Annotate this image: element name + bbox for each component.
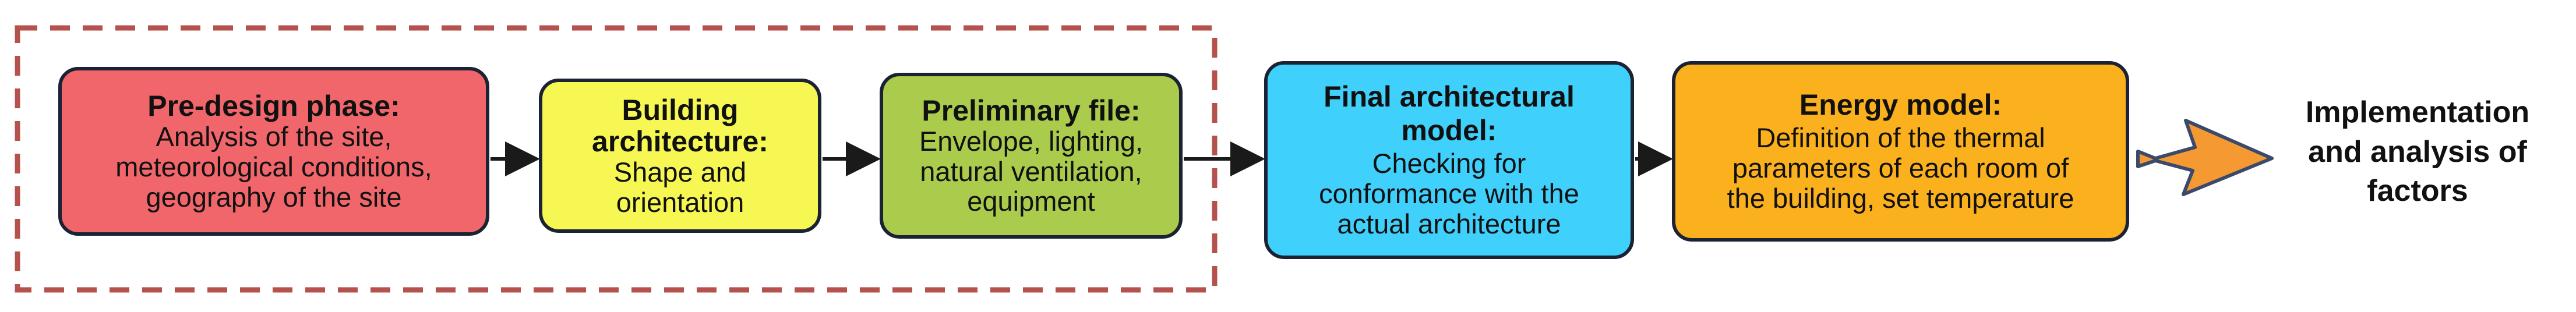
energy-model-box: Energy model: Definition of the thermal … [1672,61,2129,242]
pre-design-phase-title: Pre-design phase: [147,90,400,123]
energy-model-body-line-3: the building, set temperature [1727,182,2074,214]
design-phase-group-border [15,25,1218,293]
building-architecture-body-line-1: Shape and [613,156,747,187]
preliminary-file-box: Preliminary file: Envelope, lighting, na… [880,73,1183,239]
pre-design-body-line-2: meteorological conditions, [115,151,432,183]
pre-design-body-line-1: Analysis of the site, [156,121,392,153]
result-line-3: factors [2367,174,2468,208]
large-arrow-to-result [2136,119,2274,196]
implementation-result-label: Implementation and analysis of factors [2284,93,2552,211]
preliminary-file-body-line-1: Envelope, lighting, [919,125,1144,157]
final-model-body-line-3: actual architecture [1337,208,1561,239]
pre-design-body-line-3: geography of the site [146,181,402,212]
energy-model-body-line-2: parameters of each room of [1732,153,2069,184]
final-architectural-model-box: Final architectural model: Checking for … [1264,61,1634,259]
building-architecture-title-line-1: Building [622,93,739,126]
energy-model-body-line-1: Definition of the thermal [1756,122,2045,154]
pre-design-phase-box: Pre-design phase: Analysis of the site, … [58,67,489,236]
final-model-body-line-1: Checking for [1372,148,1526,179]
final-model-title-line-1: Final architectural [1324,80,1575,114]
energy-model-title: Energy model: [1799,88,2002,122]
building-architecture-box: Building architecture: Shape and orienta… [539,79,821,233]
building-architecture-title-line-2: architecture: [592,125,768,158]
preliminary-file-body-line-2: natural ventilation, [920,155,1142,187]
result-line-2: and analysis of [2308,134,2527,169]
preliminary-file-title: Preliminary file: [922,94,1141,127]
building-architecture-body-line-2: orientation [616,186,744,218]
result-line-1: Implementation [2305,95,2530,129]
final-model-title-line-2: model: [1401,114,1497,147]
final-model-body-line-2: conformance with the [1319,178,1579,210]
preliminary-file-body-line-3: equipment [967,186,1095,217]
